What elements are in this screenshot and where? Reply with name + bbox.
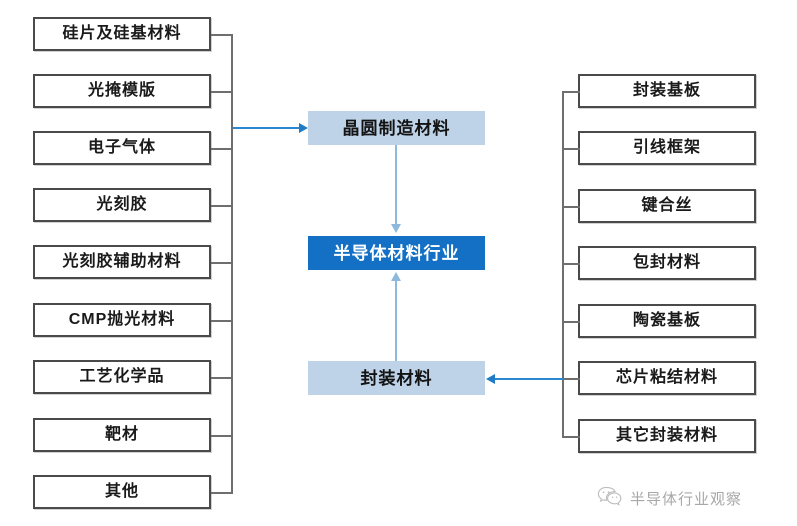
arrow-wafer-to-hub-line	[395, 145, 397, 225]
center-node-industry-hub[interactable]: 半导体材料行业	[308, 236, 485, 270]
left-node-4-label: 光刻胶	[96, 196, 148, 213]
left-bracket-stub-8	[211, 435, 233, 437]
arrow-left-to-wafer-line	[233, 127, 301, 129]
center-node-packaging-materials-label: 封装材料	[360, 368, 433, 388]
left-node-7-label: 工艺化学品	[79, 368, 165, 385]
center-node-packaging-materials[interactable]: 封装材料	[308, 361, 485, 395]
right-bracket-stub-5	[562, 321, 580, 323]
right-node-2[interactable]: 引线框架	[578, 131, 756, 165]
arrow-right-to-packaging-head	[486, 374, 495, 384]
right-node-1-label: 封装基板	[632, 82, 701, 99]
right-node-6-label: 芯片粘结材料	[615, 369, 718, 386]
wechat-icon	[597, 486, 623, 510]
right-bracket-stub-7	[562, 436, 580, 438]
left-node-4[interactable]: 光刻胶	[33, 188, 211, 222]
left-bracket-stub-2	[211, 91, 233, 93]
arrow-packaging-to-hub-head	[391, 272, 401, 281]
center-node-industry-hub-label: 半导体材料行业	[333, 243, 460, 263]
left-node-1-label: 硅片及硅基材料	[62, 25, 182, 42]
right-node-7-label: 其它封装材料	[615, 427, 718, 444]
left-node-3-label: 电子气体	[87, 139, 156, 156]
left-node-5[interactable]: 光刻胶辅助材料	[33, 245, 211, 279]
right-node-2-label: 引线框架	[632, 139, 701, 156]
right-bracket-stub-6	[562, 378, 580, 380]
center-node-wafer-materials[interactable]: 晶圆制造材料	[308, 111, 485, 145]
center-node-wafer-materials-label: 晶圆制造材料	[342, 118, 451, 138]
left-bracket-stub-1	[211, 34, 233, 36]
right-node-3[interactable]: 键合丝	[578, 189, 756, 223]
right-node-5[interactable]: 陶瓷基板	[578, 304, 756, 338]
left-node-5-label: 光刻胶辅助材料	[62, 253, 182, 270]
left-node-7[interactable]: 工艺化学品	[33, 360, 211, 394]
left-bracket-stub-4	[211, 205, 233, 207]
left-node-6[interactable]: CMP抛光材料	[33, 303, 211, 337]
left-bracket-stub-6	[211, 320, 233, 322]
left-node-9[interactable]: 其他	[33, 475, 211, 509]
right-node-5-label: 陶瓷基板	[632, 312, 701, 329]
right-bracket-stub-3	[562, 206, 580, 208]
right-node-3-label: 键合丝	[641, 197, 693, 214]
left-node-2[interactable]: 光掩模版	[33, 74, 211, 108]
watermark-text: 半导体行业观察	[630, 490, 743, 508]
right-node-7[interactable]: 其它封装材料	[578, 419, 756, 453]
watermark: 半导体行业观察	[597, 486, 742, 510]
right-node-6[interactable]: 芯片粘结材料	[578, 361, 756, 395]
left-node-8-label: 靶材	[104, 426, 139, 443]
arrow-left-to-wafer-head	[299, 123, 308, 133]
arrow-wafer-to-hub-head	[391, 224, 401, 233]
right-bracket-stub-2	[562, 148, 580, 150]
left-node-6-label: CMP抛光材料	[68, 311, 176, 328]
left-bracket-stub-9	[211, 492, 233, 494]
left-node-8[interactable]: 靶材	[33, 418, 211, 452]
left-bracket-stub-5	[211, 262, 233, 264]
right-node-4[interactable]: 包封材料	[578, 246, 756, 280]
arrow-right-to-packaging-line	[495, 378, 563, 380]
right-node-1[interactable]: 封装基板	[578, 74, 756, 108]
right-node-4-label: 包封材料	[632, 254, 701, 271]
left-node-1[interactable]: 硅片及硅基材料	[33, 17, 211, 51]
right-bracket-stub-1	[562, 91, 580, 93]
right-bracket-stub-4	[562, 263, 580, 265]
left-node-9-label: 其他	[104, 483, 139, 500]
arrow-packaging-to-hub-line	[395, 281, 397, 361]
left-bracket-stub-3	[211, 148, 233, 150]
left-node-2-label: 光掩模版	[87, 82, 156, 99]
left-bracket-stub-7	[211, 377, 233, 379]
left-node-3[interactable]: 电子气体	[33, 131, 211, 165]
